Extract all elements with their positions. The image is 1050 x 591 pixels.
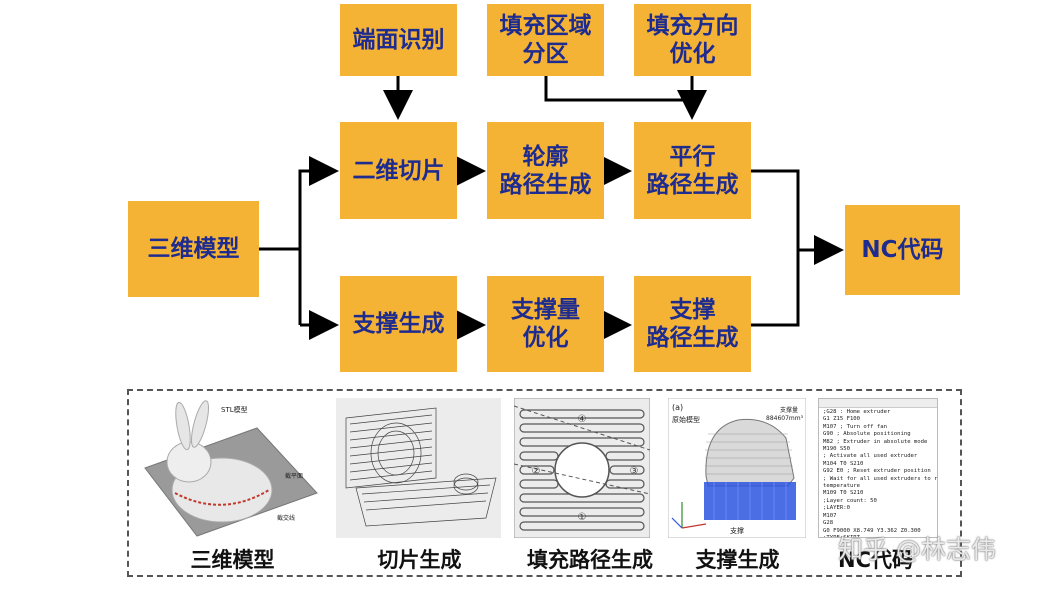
gcode-line: M107 — [823, 512, 837, 519]
gcode-line: ;Layer count: 50 — [823, 497, 877, 504]
region-3: ③ — [630, 466, 639, 477]
box-end-face-recognition: 端面识别 — [340, 4, 457, 76]
illustration-strip — [127, 389, 962, 577]
gcode-line: M82 ; Extruder in absolute mode — [823, 438, 928, 445]
gcode-line: M104 T0 S210 — [823, 460, 864, 467]
gcode-window-titlebar — [819, 399, 937, 408]
box-support-optimization: 支撑量 优化 — [487, 276, 604, 372]
region-4: ④ — [578, 414, 587, 425]
merge-connector — [750, 169, 800, 327]
support-volume-label: 支撑量 — [780, 406, 798, 414]
support-volume-value: 884607mm³ — [766, 415, 804, 422]
gcode-line: ;LAYER:0 — [823, 505, 850, 512]
region-2: ② — [532, 466, 541, 477]
gcode-line: G1 Z15 F100 — [823, 416, 861, 423]
stl-label: STL模型 — [221, 405, 248, 414]
caption-support: 支撑生成 — [695, 548, 780, 572]
caption-nc-code: NC代码 — [838, 548, 913, 572]
box-contour-path: 轮廓 路径生成 — [487, 122, 604, 219]
line-label: 截交线 — [277, 514, 295, 522]
gcode-line: G0 F9000 X8.749 Y3.362 Z0.300 — [823, 527, 921, 534]
gcode-line: ;TYPE:SKIRT — [823, 534, 861, 538]
gcode-line: M190 S50 — [823, 446, 850, 453]
bunny-model-image: STL模型 截平面 截交线 — [144, 400, 318, 537]
support-label: 支撑 — [730, 526, 744, 535]
caption-3d-model: 三维模型 — [190, 548, 275, 572]
gcode-line: ;G28 : Home extruder — [823, 409, 891, 415]
original-model-label: 原始模型 — [672, 415, 700, 424]
box-support-path: 支撑 路径生成 — [634, 276, 751, 372]
panel-label: (a) — [672, 403, 683, 412]
slice-image — [336, 398, 501, 538]
box-2d-slice: 二维切片 — [340, 122, 457, 219]
gcode-line: G28 — [823, 520, 834, 527]
box-fill-region-partition: 填充区域 分区 — [487, 4, 604, 76]
arrow-to-slice2d — [298, 156, 339, 325]
caption-slicing: 切片生成 — [377, 548, 462, 572]
box-fill-direction-opt: 填充方向 优化 — [634, 4, 751, 76]
gcode-line: ; Activate all used extruder — [823, 453, 918, 460]
watermark: 知乎 @林志伟 — [838, 535, 996, 564]
region-1: ① — [578, 512, 587, 523]
box-support-generation: 支撑生成 — [340, 276, 457, 372]
plane-label: 截平面 — [285, 472, 303, 480]
gcode-line: ; Wait for all used extruders to reach — [823, 475, 938, 482]
gcode-line: temperature — [823, 483, 861, 490]
fill-region-connector — [544, 76, 692, 102]
gcode-line: G92 E0 ; Reset extruder position — [823, 468, 931, 475]
gcode-line: M109 T0 S210 — [823, 490, 864, 497]
gcode-line: M107 ; Turn off fan — [823, 423, 887, 430]
box-3d-model: 三维模型 — [128, 201, 259, 297]
gcode-line: G90 ; Absolute positioning — [823, 431, 911, 438]
support-image: (a) 原始模型 支撑量 884607mm³ 支撑 — [668, 398, 806, 538]
fill-path-image: ④ ② ③ ① — [514, 398, 650, 538]
box-parallel-path: 平行 路径生成 — [634, 122, 751, 219]
box-nc-code: NC代码 — [845, 205, 960, 295]
caption-fill-path: 填充路径生成 — [527, 548, 653, 572]
